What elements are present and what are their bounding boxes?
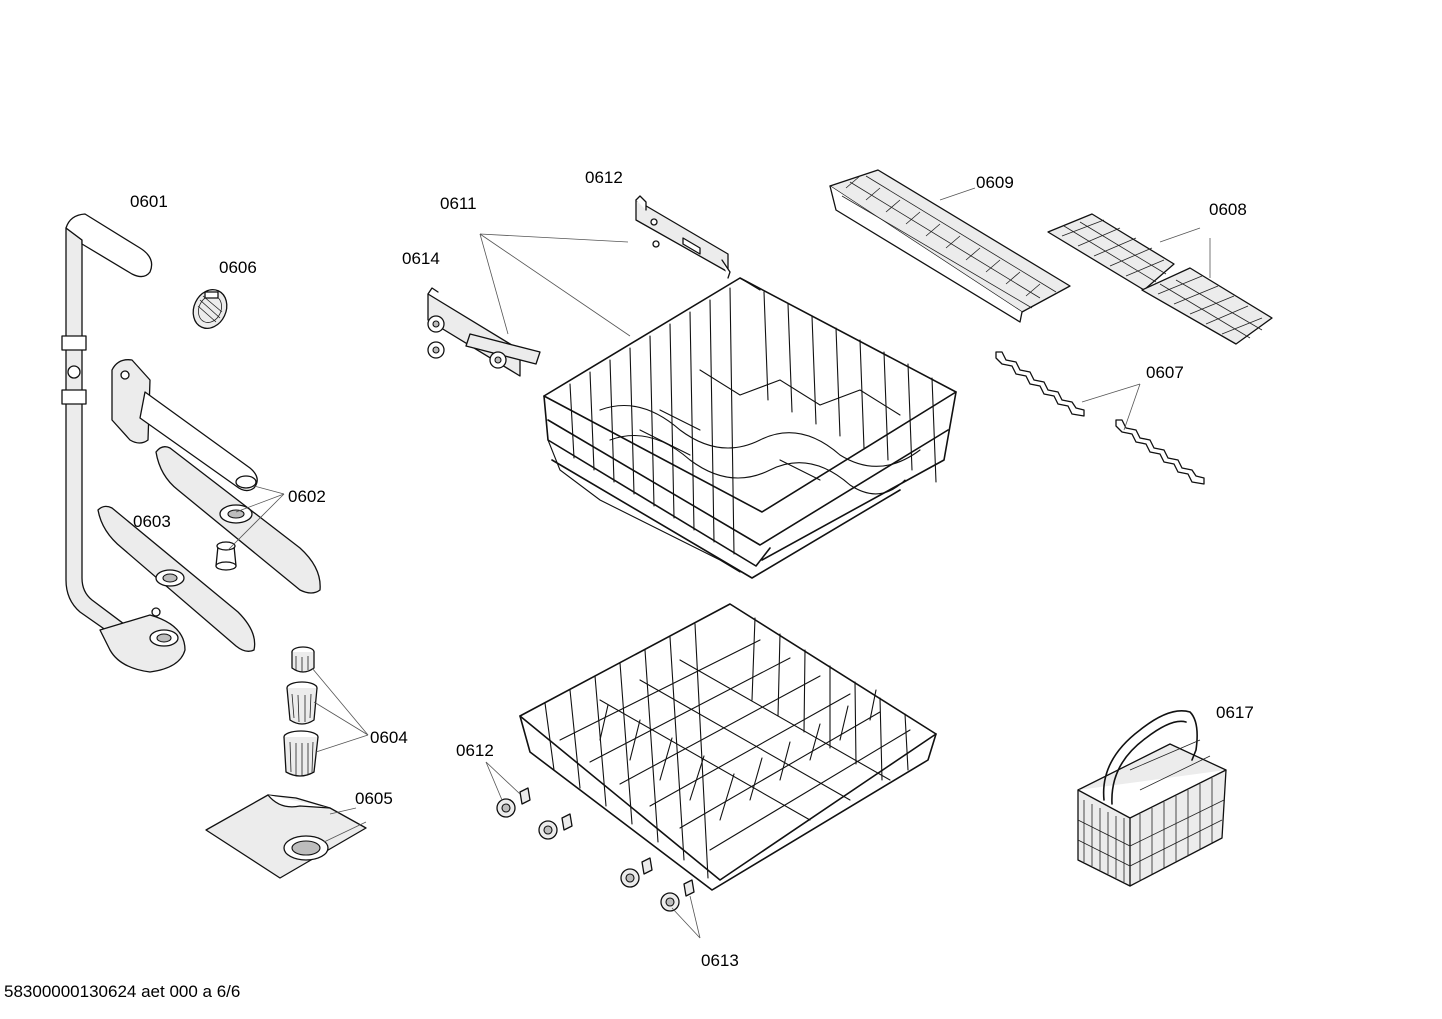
part-0601-supply-tube (61, 213, 186, 673)
label-0609: 0609 (976, 173, 1014, 192)
label-0617: 0617 (1216, 703, 1254, 722)
label-0602: 0602 (288, 487, 326, 506)
label-0614: 0614 (402, 249, 440, 268)
part-0607-spike-strips (995, 351, 1205, 485)
part-labels: 0601 0602 0603 0604 0605 0606 0607 0608 … (130, 168, 1254, 970)
label-0607: 0607 (1146, 363, 1184, 382)
part-0613-basket-wheels (496, 798, 680, 912)
part-0605-sump-plate (205, 794, 367, 879)
part-0603-lower-spray-arm (97, 505, 256, 652)
label-0606: 0606 (219, 258, 257, 277)
part-0606-filter-cap (192, 289, 228, 329)
label-0611: 0611 (440, 194, 477, 213)
part-0608-rack-inserts (1047, 213, 1273, 345)
label-0604: 0604 (370, 728, 408, 747)
part-upper-arm-connector (111, 359, 258, 492)
label-0605: 0605 (355, 789, 393, 808)
label-0612-top: 0612 (585, 168, 623, 187)
label-0601: 0601 (130, 192, 168, 211)
part-0617-cutlery-basket (1077, 710, 1227, 887)
label-0608: 0608 (1209, 200, 1247, 219)
part-0609-cup-tray (829, 169, 1071, 323)
label-0603: 0603 (133, 512, 171, 531)
part-upper-basket (543, 277, 957, 579)
leader-lines (227, 187, 1211, 939)
part-0602-upper-spray-arm (155, 446, 321, 594)
label-0612-bottom: 0612 (456, 741, 494, 760)
document-id: 58300000130624 aet 000 a 6/6 (4, 982, 240, 1001)
part-0612-basket-clips (519, 787, 695, 897)
part-lower-basket (519, 603, 937, 891)
label-0613: 0613 (701, 951, 739, 970)
part-0614-roller-assembly (427, 287, 541, 377)
part-0604-filter-stack (283, 646, 319, 777)
part-0612-rail-bracket-top (635, 195, 731, 279)
